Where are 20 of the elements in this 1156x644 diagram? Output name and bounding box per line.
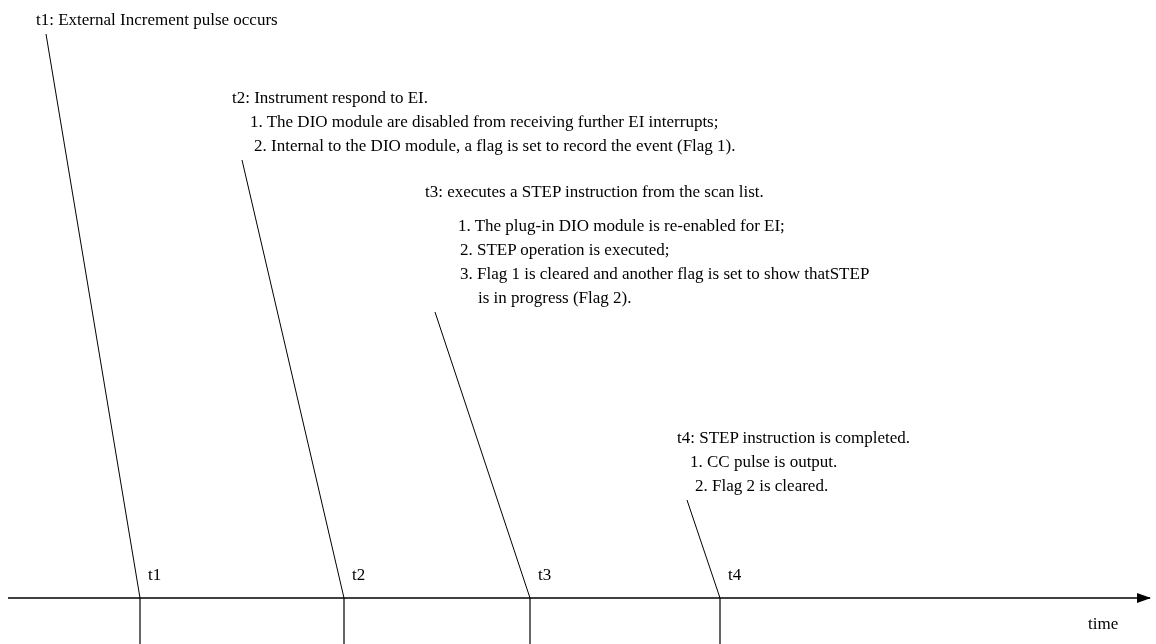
axis-label: time xyxy=(1088,614,1119,634)
event-step: 1. The plug-in DIO module is re-enabled for EI; xyxy=(458,214,878,238)
tick-label: t4 xyxy=(728,565,742,585)
event-heading: t1: External Increment pulse occurs xyxy=(36,9,278,31)
event-heading: t2: Instrument respond to EI. xyxy=(232,87,429,109)
event-heading: t3: executes a STEP instruction from the scan list. xyxy=(425,181,765,203)
tick-label: t2 xyxy=(352,565,366,585)
leader-line xyxy=(241,159,345,599)
event-step: 2. STEP operation is executed; xyxy=(460,238,878,262)
tick-label: t3 xyxy=(538,565,552,585)
event-step: 3. Flag 1 is cleared and another flag is set to show thatSTEP is in progress (Flag 2). xyxy=(460,262,878,310)
event-step: 1. CC pulse is output. xyxy=(690,450,911,474)
event-heading: t4: STEP instruction is completed. xyxy=(677,427,911,449)
event-step: 2. Flag 2 is cleared. xyxy=(695,474,911,498)
event-step: 2. Internal to the DIO module, a flag is set to record the event (Flag 1). xyxy=(254,134,736,158)
tick-label: t1 xyxy=(148,565,162,585)
leader-line xyxy=(45,33,141,599)
leader-line xyxy=(434,311,531,599)
leader-line xyxy=(686,499,721,599)
event-step: 1. The DIO module are disabled from receiving further EI interrupts; xyxy=(250,110,736,134)
